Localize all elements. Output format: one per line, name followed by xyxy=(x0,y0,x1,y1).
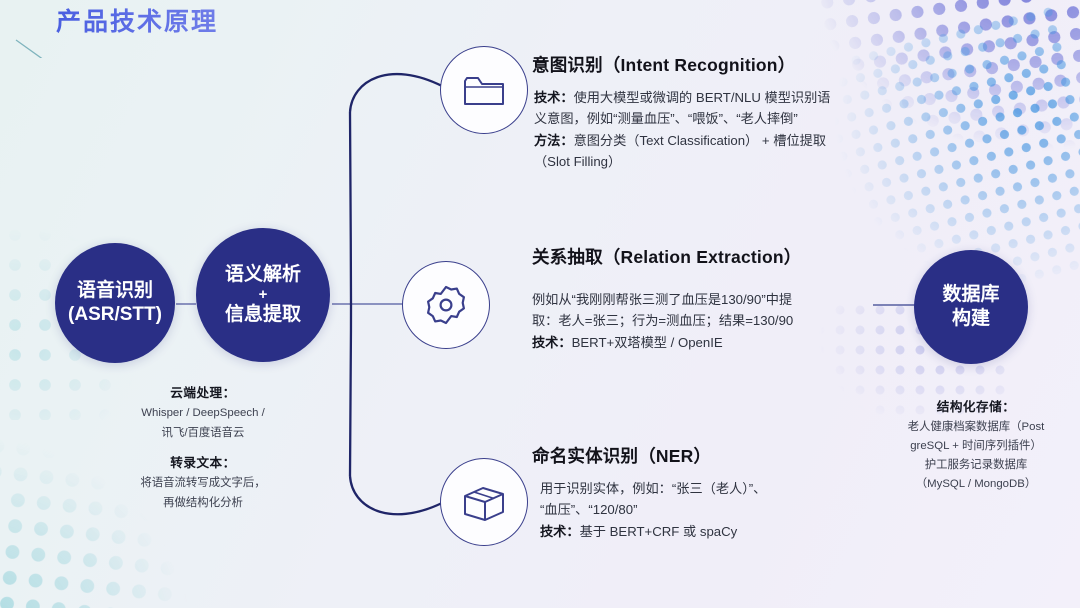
folder-icon xyxy=(464,77,504,105)
intent-method-label: 方法： xyxy=(534,132,574,148)
intent-icon-circle[interactable] xyxy=(440,46,528,134)
relation-icon-circle[interactable] xyxy=(402,261,490,349)
caption-right: 结构化存储： 老人健康档案数据库（Post greSQL + 时间序列插件） 护… xyxy=(876,396,1076,494)
node-speech-recognition[interactable]: 语音识别 (ASR/STT) xyxy=(55,243,175,363)
relation-example-1: 例如从“我刚刚帮张三测了血压是130/90”中提 xyxy=(532,292,793,307)
node-db-line1: 数据库 xyxy=(942,283,1000,305)
section-ner-body: 用于识别实体，例如：“张三（老人）”、 “血压”、“120/80” 技术：基于 … xyxy=(540,478,882,542)
caption-right-body-1: 老人健康档案数据库（Post xyxy=(907,421,1045,433)
ner-example-2: “血压”、“120/80” xyxy=(540,502,638,518)
section-ner-title: 命名实体识别（NER） xyxy=(532,446,712,466)
box-icon xyxy=(464,487,504,521)
caption-right-body-3: 护工服务记录数据库 xyxy=(924,458,1028,471)
caption-left-body-1a: Whisper / DeepSpeech / xyxy=(141,407,265,419)
node-sem-line1: 语义解析 xyxy=(224,263,301,285)
node-semantic-parsing[interactable]: 语义解析 + 信息提取 xyxy=(196,228,330,362)
ner-icon-circle[interactable] xyxy=(440,458,528,546)
relation-tech-text: BERT+双塔模型 / OpenIE xyxy=(571,334,723,350)
caption-left: 云端处理： Whisper / DeepSpeech / 讯飞/百度语音云 转录… xyxy=(78,382,328,513)
caption-right-heading: 结构化存储： xyxy=(936,400,1016,414)
section-relation-extraction: 关系抽取（Relation Extraction） 例如从“我刚刚帮张三测了血压… xyxy=(532,244,882,353)
caption-left-heading-1: 云端处理： xyxy=(170,386,236,400)
title-rule xyxy=(15,39,43,58)
caption-left-body-2a: 将语音流转写成文字后， xyxy=(140,477,266,490)
intent-tech-label: 技术： xyxy=(534,90,574,105)
section-intent-recognition: 意图识别（Intent Recognition） 技术：使用大模型或微调的 BE… xyxy=(532,52,892,173)
intent-method-text: 意图分类（Text Classification） + 槽位提取 xyxy=(573,132,827,148)
node-asr-line2: (ASR/STT) xyxy=(68,304,162,325)
node-db-line2: 构建 xyxy=(951,308,990,329)
intent-tech-text2: 义意图，例如“测量血压”、“喂饭”、“老人摔倒” xyxy=(534,111,798,127)
intent-tech-text: 使用大模型或微调的 BERT/NLU 模型识别语 xyxy=(573,90,831,105)
page-title: 产品技术原理 xyxy=(56,2,218,38)
section-intent-body: 技术：使用大模型或微调的 BERT/NLU 模型识别语 义意图，例如“测量血压”… xyxy=(534,87,892,173)
node-sem-plus: + xyxy=(258,286,268,304)
ner-tech-label: 技术： xyxy=(540,523,580,539)
ner-tech-text: 基于 BERT+CRF 或 spaCy xyxy=(579,523,738,539)
node-asr-line1: 语音识别 xyxy=(76,279,153,301)
node-sem-line2: 信息提取 xyxy=(224,303,301,325)
section-intent-title: 意图识别（Intent Recognition） xyxy=(532,55,796,75)
caption-left-body-2b: 再做结构化分析 xyxy=(163,496,243,509)
ner-example-1: 用于识别实体，例如：“张三（老人）”、 xyxy=(540,481,767,496)
gear-icon xyxy=(427,285,465,325)
relation-example-2: 取：老人=张三；行为=测血压；结果=130/90 xyxy=(532,313,794,329)
caption-right-body-4: （MySQL / MongoDB） xyxy=(915,477,1037,490)
caption-left-heading-2: 转录文本： xyxy=(170,456,236,471)
section-ner: 命名实体识别（NER） 用于识别实体，例如：“张三（老人）”、 “血压”、“12… xyxy=(532,443,882,542)
caption-left-body-1b: 讯飞/百度语音云 xyxy=(161,426,245,439)
relation-tech-label: 技术： xyxy=(532,334,572,350)
section-relation-body: 例如从“我刚刚帮张三测了血压是130/90”中提 取：老人=张三；行为=测血压；… xyxy=(532,289,882,353)
section-relation-title: 关系抽取（Relation Extraction） xyxy=(532,247,802,267)
intent-method-text2: （Slot Filling） xyxy=(534,154,622,170)
caption-right-body-2: greSQL + 时间序列插件） xyxy=(910,439,1042,452)
node-database-construction[interactable]: 数据库 构建 xyxy=(914,250,1028,364)
